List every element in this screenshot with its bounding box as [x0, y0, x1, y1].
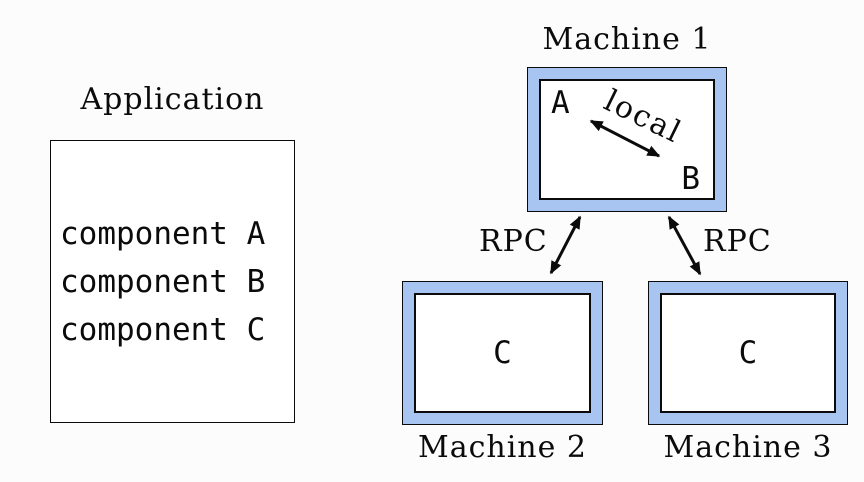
component-b-line: component B — [60, 263, 266, 300]
machine3-box-interior: C — [660, 293, 836, 413]
application-title: Application — [80, 82, 265, 117]
application-box: component A component B component C — [50, 140, 295, 423]
machine1-title: Machine 1 — [542, 22, 712, 57]
machine2-title: Machine 2 — [417, 430, 588, 465]
machine2-box-interior: C — [414, 293, 591, 413]
component-c-in-machine3: C — [738, 334, 758, 371]
rpc-left-label: RPC — [479, 224, 548, 259]
component-b-in-machine1: B — [681, 161, 700, 197]
component-c-in-machine2: C — [493, 334, 512, 371]
machine3-title: Machine 3 — [663, 430, 833, 465]
component-a-line: component A — [60, 215, 266, 252]
machine1-box: A B — [527, 67, 727, 212]
rpc-arrow-machine1-machine2 — [549, 215, 582, 275]
machine3-box: C — [648, 281, 848, 425]
rpc-right-label: RPC — [703, 224, 772, 259]
component-c-line: component C — [60, 311, 266, 348]
component-a-in-machine1: A — [551, 85, 570, 121]
rpc-arrow-machine1-machine3 — [667, 215, 702, 276]
machine2-box: C — [402, 281, 603, 425]
